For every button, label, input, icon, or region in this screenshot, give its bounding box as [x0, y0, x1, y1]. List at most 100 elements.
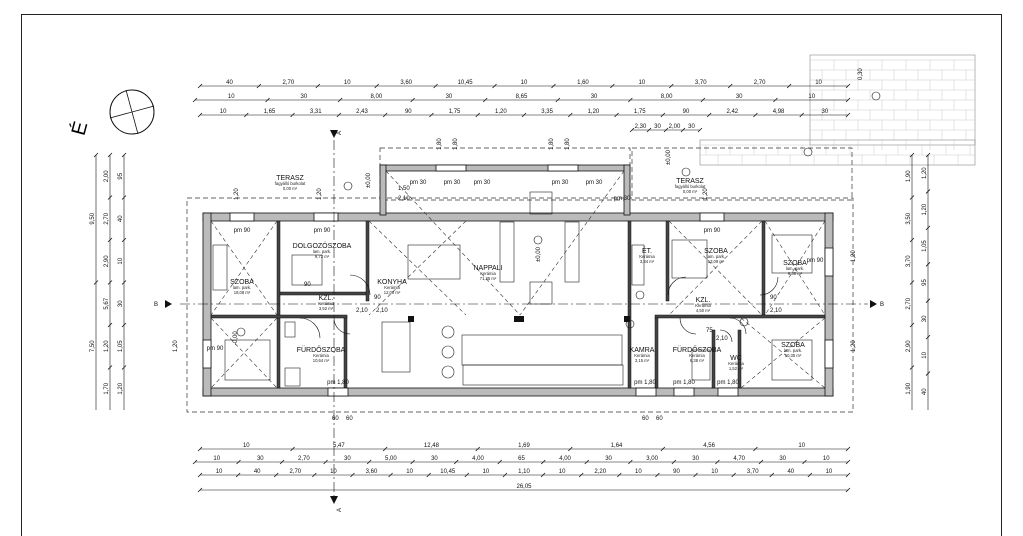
- room-floor: lam. park.: [707, 254, 725, 259]
- dim-label: 1,75: [634, 109, 646, 115]
- dim-label: 2,43: [356, 109, 368, 115]
- paving-hatch: [699, 54, 976, 166]
- opening-mark: pm 30: [474, 180, 491, 186]
- dim-label: 1,60: [577, 80, 589, 86]
- room-name: SZOBA: [230, 279, 254, 286]
- dim-label: 10: [483, 469, 490, 475]
- opening-mark: pm 1,80: [673, 380, 695, 386]
- dim-label: 5,47: [333, 443, 345, 449]
- window-height: 1,20: [851, 340, 857, 352]
- north-label: É: [67, 119, 93, 138]
- dim-label: 10: [118, 257, 124, 264]
- dim-label: 10: [922, 351, 928, 358]
- room-floor: lam. park.: [784, 348, 802, 353]
- opening-mark: pm 90: [314, 228, 331, 234]
- dim-label: 2,90: [906, 340, 912, 352]
- door-dim: 2,10: [356, 308, 368, 314]
- room-name: NAPPALI: [473, 265, 502, 272]
- room-area: 3,15 m²: [635, 358, 650, 363]
- door-dim: 1,50: [398, 186, 410, 192]
- dim-label: 95: [922, 279, 928, 286]
- dim-label: 1,70: [104, 382, 110, 394]
- opening-mark: pm 90: [207, 346, 224, 352]
- dim-label: 3,70: [747, 469, 759, 475]
- dim-label: 5,67: [104, 297, 110, 309]
- room-name: SZOBA: [783, 260, 807, 267]
- dim-label: 4,56: [703, 443, 715, 449]
- dim-label: 10,45: [458, 80, 474, 86]
- door-dim: 60: [656, 416, 663, 422]
- dim-label: 3,60: [400, 80, 412, 86]
- dim-label: 3,00: [646, 456, 658, 462]
- dim-label: 8,00: [661, 94, 673, 100]
- room-area: 0,00 m²: [283, 186, 298, 191]
- room-name: TERASZ: [676, 178, 704, 185]
- dim-label: 2,70: [104, 212, 110, 224]
- dim-label: 1,05: [922, 240, 928, 252]
- dim-label: 10: [521, 80, 528, 86]
- dim-label: 2,90: [104, 255, 110, 267]
- room-name: KONYHA: [377, 279, 407, 286]
- dim-label: 90: [405, 109, 412, 115]
- dim-label: 30: [300, 94, 307, 100]
- dim-label: 2,70: [906, 297, 912, 309]
- window-height: 1,20: [703, 188, 709, 200]
- room-area: 71,35 m²: [480, 276, 497, 281]
- room-floor: Kerámia: [639, 254, 655, 259]
- dim-label: 4,98: [773, 109, 785, 115]
- opening-mark: pm 90: [704, 228, 721, 234]
- dim-label: 30: [688, 124, 695, 130]
- dim-label: 40: [226, 80, 233, 86]
- door-dim: 2,10: [770, 308, 782, 314]
- dim-label: 10: [228, 94, 235, 100]
- dim-label: 26,05: [516, 484, 532, 490]
- room-area: 4,50 m²: [696, 308, 711, 313]
- door-dim: 2,10: [716, 336, 728, 342]
- elevation-markers: [236, 91, 881, 337]
- room-floor: Kerámia: [689, 353, 705, 358]
- dim-label: 3,50: [906, 212, 912, 224]
- dim-label: 40: [922, 388, 928, 395]
- room-floor: lam. park.: [233, 285, 251, 290]
- dim-label: 30: [922, 315, 928, 322]
- room-area: 9,38 m²: [788, 271, 803, 276]
- room-floor: Kerámia: [480, 271, 496, 276]
- dim-label: 10: [330, 469, 337, 475]
- dim-label: 1,20: [118, 382, 124, 394]
- dim-label: 30: [736, 94, 743, 100]
- furniture: [212, 191, 813, 387]
- opening-mark: pm 30: [586, 180, 603, 186]
- room-area: 9,72 m²: [315, 254, 330, 259]
- room-area: 10,64 m²: [313, 358, 330, 363]
- window-height: 1,80: [453, 138, 459, 150]
- dim-label: 4,00: [559, 456, 571, 462]
- dim-label: 8,65: [516, 94, 528, 100]
- room-area: 0,00 m²: [683, 189, 698, 194]
- dim-label: 10: [406, 469, 413, 475]
- room-name: TERASZ: [276, 175, 304, 182]
- window-height: 1,20: [851, 250, 857, 262]
- room-name: SZOBA: [704, 248, 728, 255]
- room-floor: Kerámia: [318, 301, 334, 306]
- section-arrow-a-top: [330, 130, 338, 138]
- doors: [299, 274, 779, 343]
- dim-label: 10: [823, 456, 830, 462]
- door-dim: 60: [642, 416, 649, 422]
- dim-label: 1,20: [922, 167, 928, 179]
- room-name: WC: [730, 355, 742, 362]
- dim-label: 2,70: [289, 469, 301, 475]
- opening-mark: pm 90: [234, 228, 251, 234]
- ceiling-lines: [210, 170, 826, 389]
- dim-label: 10: [213, 456, 220, 462]
- window-height: 1,20: [317, 188, 323, 200]
- room-name: KZL.: [319, 295, 334, 302]
- room-area: 18,08 m²: [234, 290, 251, 295]
- room-area: 1,52 m²: [729, 366, 744, 371]
- dim-label: 1,20: [495, 109, 507, 115]
